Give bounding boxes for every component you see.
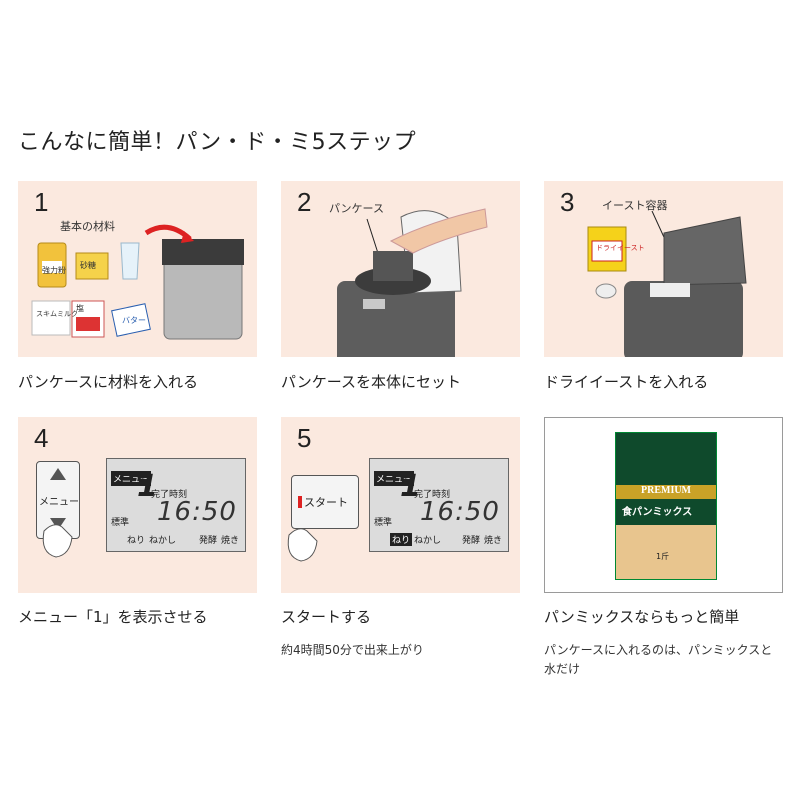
finger-icon [42, 524, 73, 558]
start-button-label: スタート [304, 496, 348, 509]
bread-image [616, 525, 716, 579]
finger-icon [287, 528, 318, 562]
pan-mix-package: PREMIUM 食パンミックス 1斤 [615, 432, 717, 580]
butter-package-label: バター [122, 316, 146, 325]
pan-mix-panel: PREMIUM 食パンミックス 1斤 [544, 417, 783, 593]
step-3-caption: ドライイーストを入れる [544, 373, 709, 391]
stage-label: ねかし [149, 536, 177, 546]
step-number: 1 [34, 187, 49, 217]
mode-label: 標準 [111, 518, 130, 528]
pan-mix-note: パンケースに入れるのは、パンミックスと水だけ [544, 643, 773, 676]
step-number: 5 [297, 423, 312, 453]
ingredients-illustration [31, 224, 244, 340]
stage-label: 発酵 [199, 536, 218, 546]
start-indicator-icon [298, 496, 302, 508]
amount-label: 1斤 [656, 552, 670, 561]
step-2-panel: 2 パンケース [281, 181, 520, 357]
yeast-illustration [587, 210, 747, 357]
stage-label: ねり [127, 536, 146, 546]
menu-number: 1 [137, 469, 158, 504]
flour-package-label: 強力粉 [42, 266, 66, 275]
stage-label: ねかし [414, 536, 442, 546]
product-name: 食パンミックス [622, 507, 693, 518]
step-4-caption: メニュー「1」を表示させる [18, 608, 208, 626]
mode-label: 標準 [374, 518, 393, 528]
menu-tag: メニュー [111, 471, 152, 486]
step-5-note: 約4時間50分で出来上がり [281, 643, 424, 657]
step-2-caption: パンケースを本体にセット [281, 373, 462, 391]
bread-maker-illustration [337, 208, 488, 357]
stage-label: 焼き [221, 536, 240, 546]
stage-label-active: ねり [390, 533, 413, 546]
page-title: こんなに簡単！パン・ド・ミ5ステップ [18, 130, 417, 155]
salt-package-label: 塩 [76, 304, 84, 313]
finish-time: 16:50 [420, 497, 500, 527]
step-number: 3 [560, 187, 575, 217]
yeast-package-label: ドライイースト [596, 244, 645, 252]
up-arrow-icon [50, 468, 66, 480]
menu-number: 1 [400, 469, 421, 504]
pan-mix-caption: パンミックスならもっと簡単 [544, 608, 740, 626]
step-number: 4 [34, 423, 49, 453]
finish-time-label: 完了時刻 [151, 490, 188, 500]
menu-tag: メニュー [374, 471, 415, 486]
finish-time: 16:50 [157, 497, 237, 527]
skim-milk-package-label: スキムミルク [36, 310, 78, 318]
step-3-panel: 3 イースト容器 ドライイースト [544, 181, 783, 357]
finish-time-label: 完了時刻 [414, 490, 451, 500]
step-4-panel: 4 メニュー メニュー 1 完了時刻 16:50 標準 ねり ねかし 発酵 焼き [18, 417, 257, 593]
menu-button-label: メニュー [39, 497, 79, 508]
step-5-panel: 5 スタート メニュー 1 完了時刻 16:50 標準 ねり ねかし 発酵 焼き [281, 417, 520, 593]
ingredients-label: 基本の材料 [60, 220, 115, 233]
step-1-panel: 1 基本の材料 強力粉 砂糖 スキムミルク 塩 バター [18, 181, 257, 357]
yeast-container-label: イースト容器 [602, 199, 668, 212]
sugar-package-label: 砂糖 [80, 261, 96, 270]
step-5-caption: スタートする [281, 608, 372, 626]
step-1-caption: パンケースに材料を入れる [18, 373, 199, 391]
stage-label: 焼き [484, 536, 503, 546]
start-button[interactable]: スタート [291, 475, 359, 529]
stage-label: 発酵 [462, 536, 481, 546]
lcd-display: メニュー 1 完了時刻 16:50 標準 ねり ねかし 発酵 焼き [369, 458, 509, 552]
bread-case-label: パンケース [329, 202, 384, 215]
step-number: 2 [297, 187, 312, 217]
brand-label: PREMIUM [616, 485, 716, 499]
lcd-display: メニュー 1 完了時刻 16:50 標準 ねり ねかし 発酵 焼き [106, 458, 246, 552]
